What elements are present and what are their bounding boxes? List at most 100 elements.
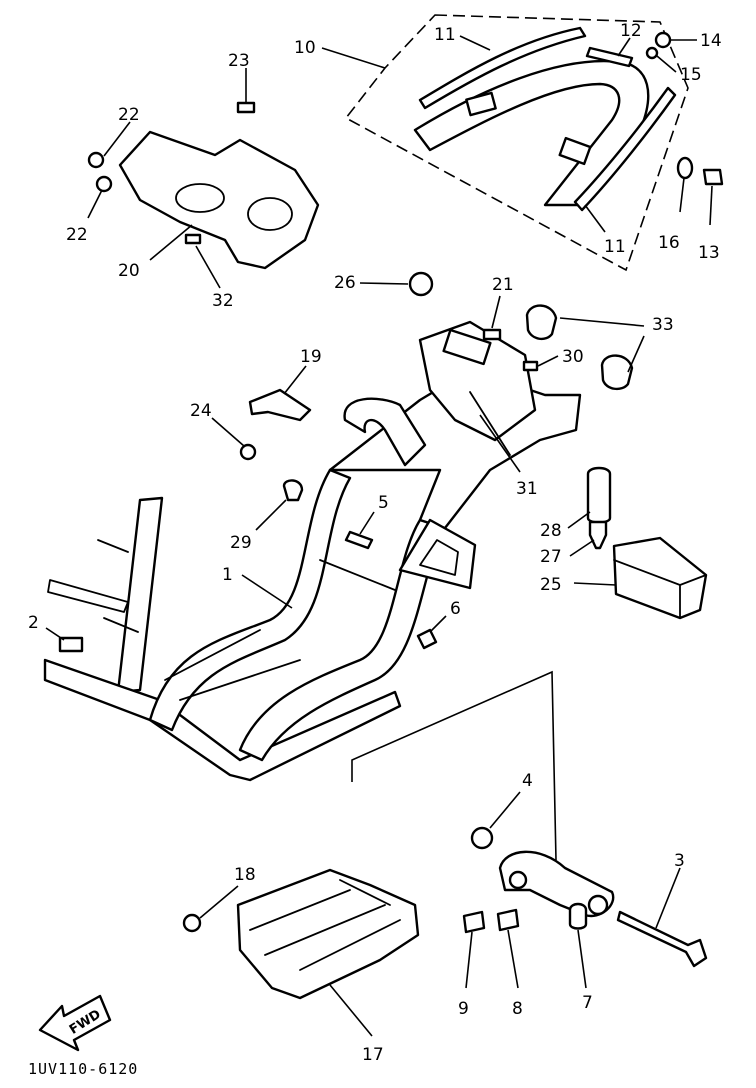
leader-11b <box>584 204 606 233</box>
bolt-13 <box>702 168 724 186</box>
leader-29 <box>255 499 287 531</box>
callout-31: 31 <box>516 479 538 499</box>
grab-bar-bracket-right <box>558 136 592 166</box>
bottom-cover-assembly <box>182 868 420 1000</box>
engine-mount-hole-right <box>587 894 609 916</box>
sleeve-28 <box>586 466 612 524</box>
callout-26: 26 <box>334 273 356 293</box>
leader-22a <box>103 121 131 157</box>
callout-4: 4 <box>522 771 533 791</box>
under-cover-ribs <box>249 879 401 971</box>
leader-4 <box>489 791 521 829</box>
leader-8 <box>507 929 519 989</box>
callout-8: 8 <box>512 999 523 1019</box>
washer-15 <box>645 46 659 60</box>
bolt-24 <box>239 443 257 461</box>
frame-small-parts <box>58 271 708 653</box>
callout-30: 30 <box>562 347 584 367</box>
nut-23 <box>236 101 256 114</box>
damper-2 <box>58 636 84 653</box>
bolt-14 <box>654 31 672 49</box>
callout-3: 3 <box>674 851 685 871</box>
leader-21 <box>491 295 501 329</box>
grommet-26 <box>408 271 434 297</box>
leader-6 <box>429 615 447 633</box>
clamp-29 <box>282 479 304 502</box>
callout-27: 27 <box>540 547 562 567</box>
leader-33a <box>559 317 645 327</box>
grab-bar-rail <box>418 26 587 110</box>
leader-20 <box>149 224 193 261</box>
leader-30 <box>537 355 559 367</box>
fwd-arrow: FWD <box>38 994 112 1052</box>
leader-12 <box>617 37 631 57</box>
head-pipe-brackets <box>47 539 139 633</box>
group-bracket-line <box>351 670 557 861</box>
nut-6 <box>416 628 438 650</box>
bolt-5 <box>344 530 374 550</box>
rear-upper-bracket <box>87 101 320 270</box>
frame-tube-left <box>148 468 352 732</box>
engine-mount-hole-left <box>508 870 528 890</box>
leader-31 <box>479 414 521 473</box>
bracket-hole-left <box>175 183 225 213</box>
callout-17: 17 <box>362 1045 384 1065</box>
washer-16 <box>676 156 694 180</box>
bolt-3 <box>616 910 708 968</box>
clamp-33-lower <box>600 354 634 391</box>
battery-box-edge <box>613 559 707 619</box>
nut-30 <box>522 360 539 372</box>
callout-11a: 11 <box>434 25 456 45</box>
under-cover-17 <box>236 868 420 1000</box>
bracket-19 <box>248 388 312 422</box>
leader-3 <box>655 867 681 929</box>
callout-29: 29 <box>230 533 252 553</box>
callout-12: 12 <box>620 21 642 41</box>
leader-15 <box>656 55 677 73</box>
bolt-22-upper <box>87 151 105 169</box>
collar-4 <box>470 826 494 850</box>
leader-10 <box>321 47 386 69</box>
nut-21 <box>482 328 502 341</box>
callout-6: 6 <box>450 599 461 619</box>
leader-22b <box>87 189 103 219</box>
leader-24 <box>211 417 245 447</box>
callout-16: 16 <box>658 233 680 253</box>
frame-bottom-plate <box>43 658 402 782</box>
callout-22a: 22 <box>118 105 140 125</box>
bracket-20 <box>118 130 320 270</box>
grab-bar-assembly <box>344 14 724 272</box>
leader-32 <box>195 245 221 289</box>
leader-2 <box>45 627 65 641</box>
callout-9: 9 <box>458 999 469 1019</box>
clamp-33-upper <box>525 304 558 341</box>
rear-carrier-box <box>442 328 492 366</box>
leader-7 <box>577 929 587 989</box>
leader-5 <box>359 511 375 535</box>
callout-25: 25 <box>540 575 562 595</box>
callout-19: 19 <box>300 347 322 367</box>
grab-bar-bracket-left <box>465 91 497 117</box>
bracket-hole-right <box>247 197 293 231</box>
head-pipe <box>116 496 164 694</box>
fitting-27 <box>588 520 608 550</box>
callout-32: 32 <box>212 291 234 311</box>
rear-gusset-inner <box>419 539 459 576</box>
grab-bar-rail-lower <box>573 86 677 212</box>
callout-labels: 1 2 3 4 5 6 7 8 9 10 11 11 12 13 14 15 1… <box>28 21 722 1065</box>
callout-20: 20 <box>118 261 140 281</box>
callout-24: 24 <box>190 401 212 421</box>
callout-13: 13 <box>698 243 720 263</box>
callout-14: 14 <box>700 31 722 51</box>
leader-27 <box>569 539 595 557</box>
callout-21: 21 <box>492 275 514 295</box>
main-frame <box>43 320 582 782</box>
bushing-9 <box>462 910 486 934</box>
callout-18: 18 <box>234 865 256 885</box>
callout-5: 5 <box>378 493 389 513</box>
collar-8 <box>496 908 520 932</box>
leader-28 <box>567 511 591 529</box>
nut-32 <box>184 233 202 245</box>
callout-33: 33 <box>652 315 674 335</box>
